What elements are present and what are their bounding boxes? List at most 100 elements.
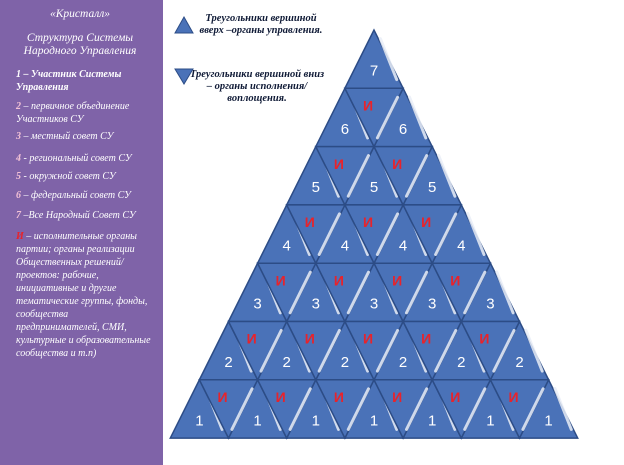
down-triangle-label: И (450, 389, 460, 405)
triangle-highlight (463, 387, 487, 431)
up-triangle-label: 1 (544, 412, 552, 429)
triangle-highlight (259, 329, 283, 373)
up-triangle-label: 2 (399, 354, 407, 371)
legend-item-text: – первичное объединение Участников СУ (16, 101, 130, 125)
up-triangle-label: 3 (428, 296, 436, 313)
triangle-highlight (495, 270, 515, 315)
legend-item: 7 –Все Народный Совет СУ (16, 209, 154, 222)
legend-item-number: 3 (16, 131, 21, 142)
legend-up-text: Треугольники вершиной вверх –органы упра… (199, 13, 323, 36)
down-triangle-label: И (392, 389, 402, 405)
triangle-highlight (405, 270, 429, 315)
triangle-highlight (317, 329, 341, 373)
legend-item-number: И (16, 231, 24, 242)
up-triangle-label: 7 (370, 63, 378, 80)
triangle-highlight (375, 95, 400, 140)
down-triangle-label: И (217, 389, 227, 405)
down-triangle-label: И (392, 156, 402, 172)
up-triangle-label: 3 (486, 296, 494, 313)
legend-item: 5 - окружной совет СУ (16, 170, 154, 183)
triangle-highlight (230, 387, 254, 431)
down-triangle-label: И (276, 272, 286, 288)
down-triangle-label: И (508, 389, 518, 405)
legend-item: 2 – первичное объединение Участников СУ (16, 100, 154, 126)
triangle-highlight (288, 387, 312, 431)
down-triangle-label: И (276, 389, 286, 405)
legend-item-text: - региональный совет СУ (21, 153, 132, 164)
legend-item-text: –Все Народный Совет СУ (21, 210, 136, 221)
triangle-highlight (463, 270, 487, 315)
triangle-highlight (466, 212, 486, 256)
triangle-highlight (434, 212, 458, 256)
up-triangle-label: 4 (457, 237, 465, 254)
triangle-highlight (521, 387, 545, 431)
triangle-highlight (437, 153, 457, 198)
legend-item-number: 7 (16, 210, 21, 221)
up-triangle-label: 1 (312, 412, 320, 429)
triangle-highlight (524, 328, 544, 373)
down-triangle-label: И (363, 98, 373, 114)
legend-item-number: 6 (16, 190, 21, 201)
up-triangle-label: 5 (428, 179, 436, 196)
down-triangle-label: И (363, 214, 373, 230)
up-triangle-label: 2 (224, 354, 232, 371)
legend-item-number: 1 (16, 69, 21, 80)
triangle-highlight (317, 212, 341, 256)
up-triangle-label: 3 (253, 296, 261, 313)
legend-down-text: Треугольники вершиной вниз – органы испо… (189, 69, 325, 104)
triangle-highlight (434, 329, 458, 373)
up-triangle-label: 1 (486, 412, 494, 429)
triangle-highlight (408, 95, 428, 140)
triangle-highlight (375, 329, 400, 373)
diagram-title: «Кристалл» (50, 8, 110, 20)
legend-item: 4 - региональный совет СУ (16, 152, 154, 165)
down-triangle-label: И (247, 331, 257, 347)
legend-item-number: 2 (16, 101, 21, 112)
up-triangle (343, 28, 405, 90)
diagram-subtitle: Структура Системы Народного Управления (23, 32, 137, 57)
legend-sidebar: «Кристалл» Структура Системы Народного У… (0, 0, 163, 465)
legend-item-number: 4 (16, 153, 21, 164)
up-triangle-label: 4 (399, 237, 407, 254)
legend-item-text: – местный совет СУ (21, 131, 114, 142)
down-triangle-label: И (334, 272, 344, 288)
down-triangle-label: И (334, 156, 344, 172)
legend-item: 6 – федеральный совет СУ (16, 189, 154, 202)
triangle-highlight (288, 270, 312, 315)
legend-item-text: - окружной совет СУ (21, 171, 116, 182)
triangle-highlight (346, 270, 370, 315)
legend-item-text: – Участник Системы Управления (16, 69, 122, 93)
extra-label: 1 (546, 359, 554, 376)
down-triangle-label: И (450, 272, 460, 288)
legend-item: 3 – местный совет СУ (16, 130, 154, 143)
up-triangle-label: 5 (312, 179, 320, 196)
legend-down-triangle-icon (174, 68, 194, 85)
down-triangle-label: И (421, 331, 431, 347)
up-triangle-label: 2 (515, 354, 523, 371)
up-triangle-label: 2 (341, 354, 349, 371)
up-triangle-label: 3 (312, 296, 320, 313)
up-triangle-label: 6 (341, 121, 349, 138)
down-triangle-label: И (479, 331, 489, 347)
triangle-highlight (553, 387, 573, 431)
up-triangle-label: 3 (370, 296, 378, 313)
legend-item: И – исполнительные органы партии; органы… (16, 230, 154, 360)
legend-item: 1 – Участник Системы Управления (16, 68, 154, 94)
down-triangle-label: И (392, 272, 402, 288)
up-triangle-label: 1 (370, 412, 378, 429)
down-triangle-label: И (363, 331, 373, 347)
triangle-highlight (378, 37, 399, 82)
up-triangle-label: 4 (341, 237, 349, 254)
down-triangle-label: И (421, 214, 431, 230)
down-triangle-label: И (334, 389, 344, 405)
up-triangle-label: 5 (370, 179, 378, 196)
up-triangle-label: 6 (399, 121, 407, 138)
triangle-highlight (492, 329, 516, 373)
up-triangle-label: 4 (283, 237, 291, 254)
up-triangle-label: 1 (253, 412, 261, 429)
legend-up-triangle-icon (174, 15, 194, 34)
triangle-highlight (405, 387, 429, 431)
up-triangle-label: 1 (195, 412, 203, 429)
legend-item-number: 5 (16, 171, 21, 182)
